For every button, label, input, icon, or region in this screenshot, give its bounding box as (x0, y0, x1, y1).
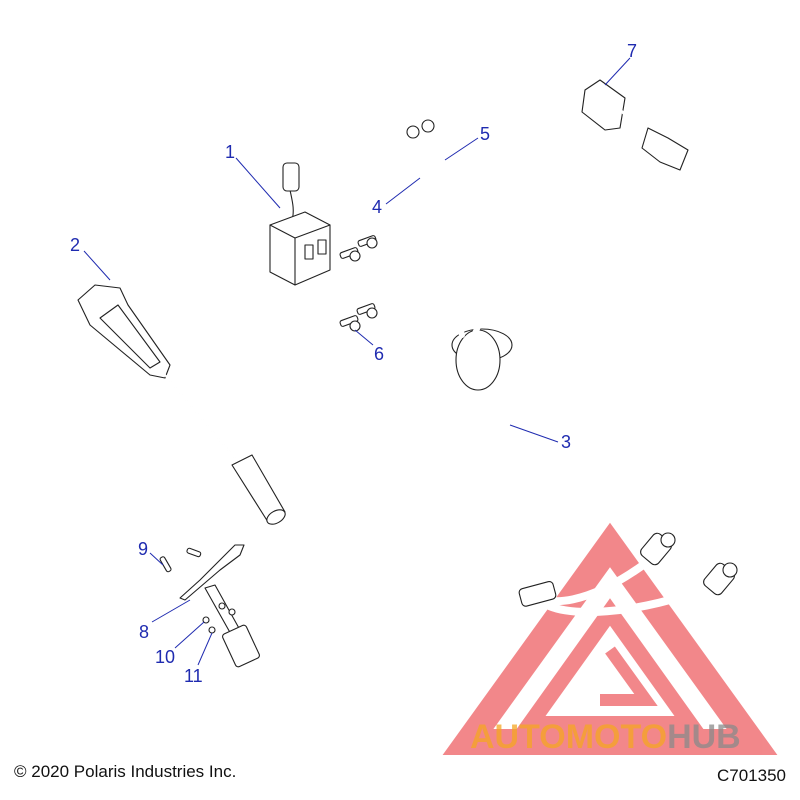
part-4-5-cables (406, 119, 493, 348)
svg-text:AUTOMOTOHUB: AUTOMOTOHUB (470, 718, 741, 756)
callout-7: 7 (627, 41, 637, 61)
callout-3: 3 (561, 432, 571, 452)
part-1-relay (269, 162, 331, 286)
watermark-logo (442, 522, 778, 755)
callout-4: 4 (372, 197, 382, 217)
callout-6: 6 (374, 344, 384, 364)
callout-11: 11 (184, 666, 203, 686)
watermark-brand-part1: AUTOMOTO (470, 718, 667, 756)
callout-labels: 1 2 3 4 5 6 7 8 9 10 11 (70, 41, 637, 686)
callout-8: 8 (139, 622, 149, 642)
watermark-text: AUTOMOTOHUB (470, 718, 741, 756)
drawing-number: C701350 (716, 766, 786, 785)
part-2-pedal-sensor (77, 284, 286, 525)
part-6-screws (339, 235, 378, 332)
callout-5: 5 (480, 124, 490, 144)
callout-1: 1 (225, 142, 235, 162)
watermark-brand-part2: HUB (667, 718, 741, 756)
copyright-notice: © 2020 Polaris Industries Inc. (14, 762, 237, 781)
callout-2: 2 (70, 235, 80, 255)
part-7-connector (581, 79, 689, 171)
callout-9: 9 (138, 539, 148, 559)
part-8-11-switch (159, 544, 260, 668)
callout-leaders (83, 57, 631, 666)
callout-10: 10 (155, 647, 175, 667)
